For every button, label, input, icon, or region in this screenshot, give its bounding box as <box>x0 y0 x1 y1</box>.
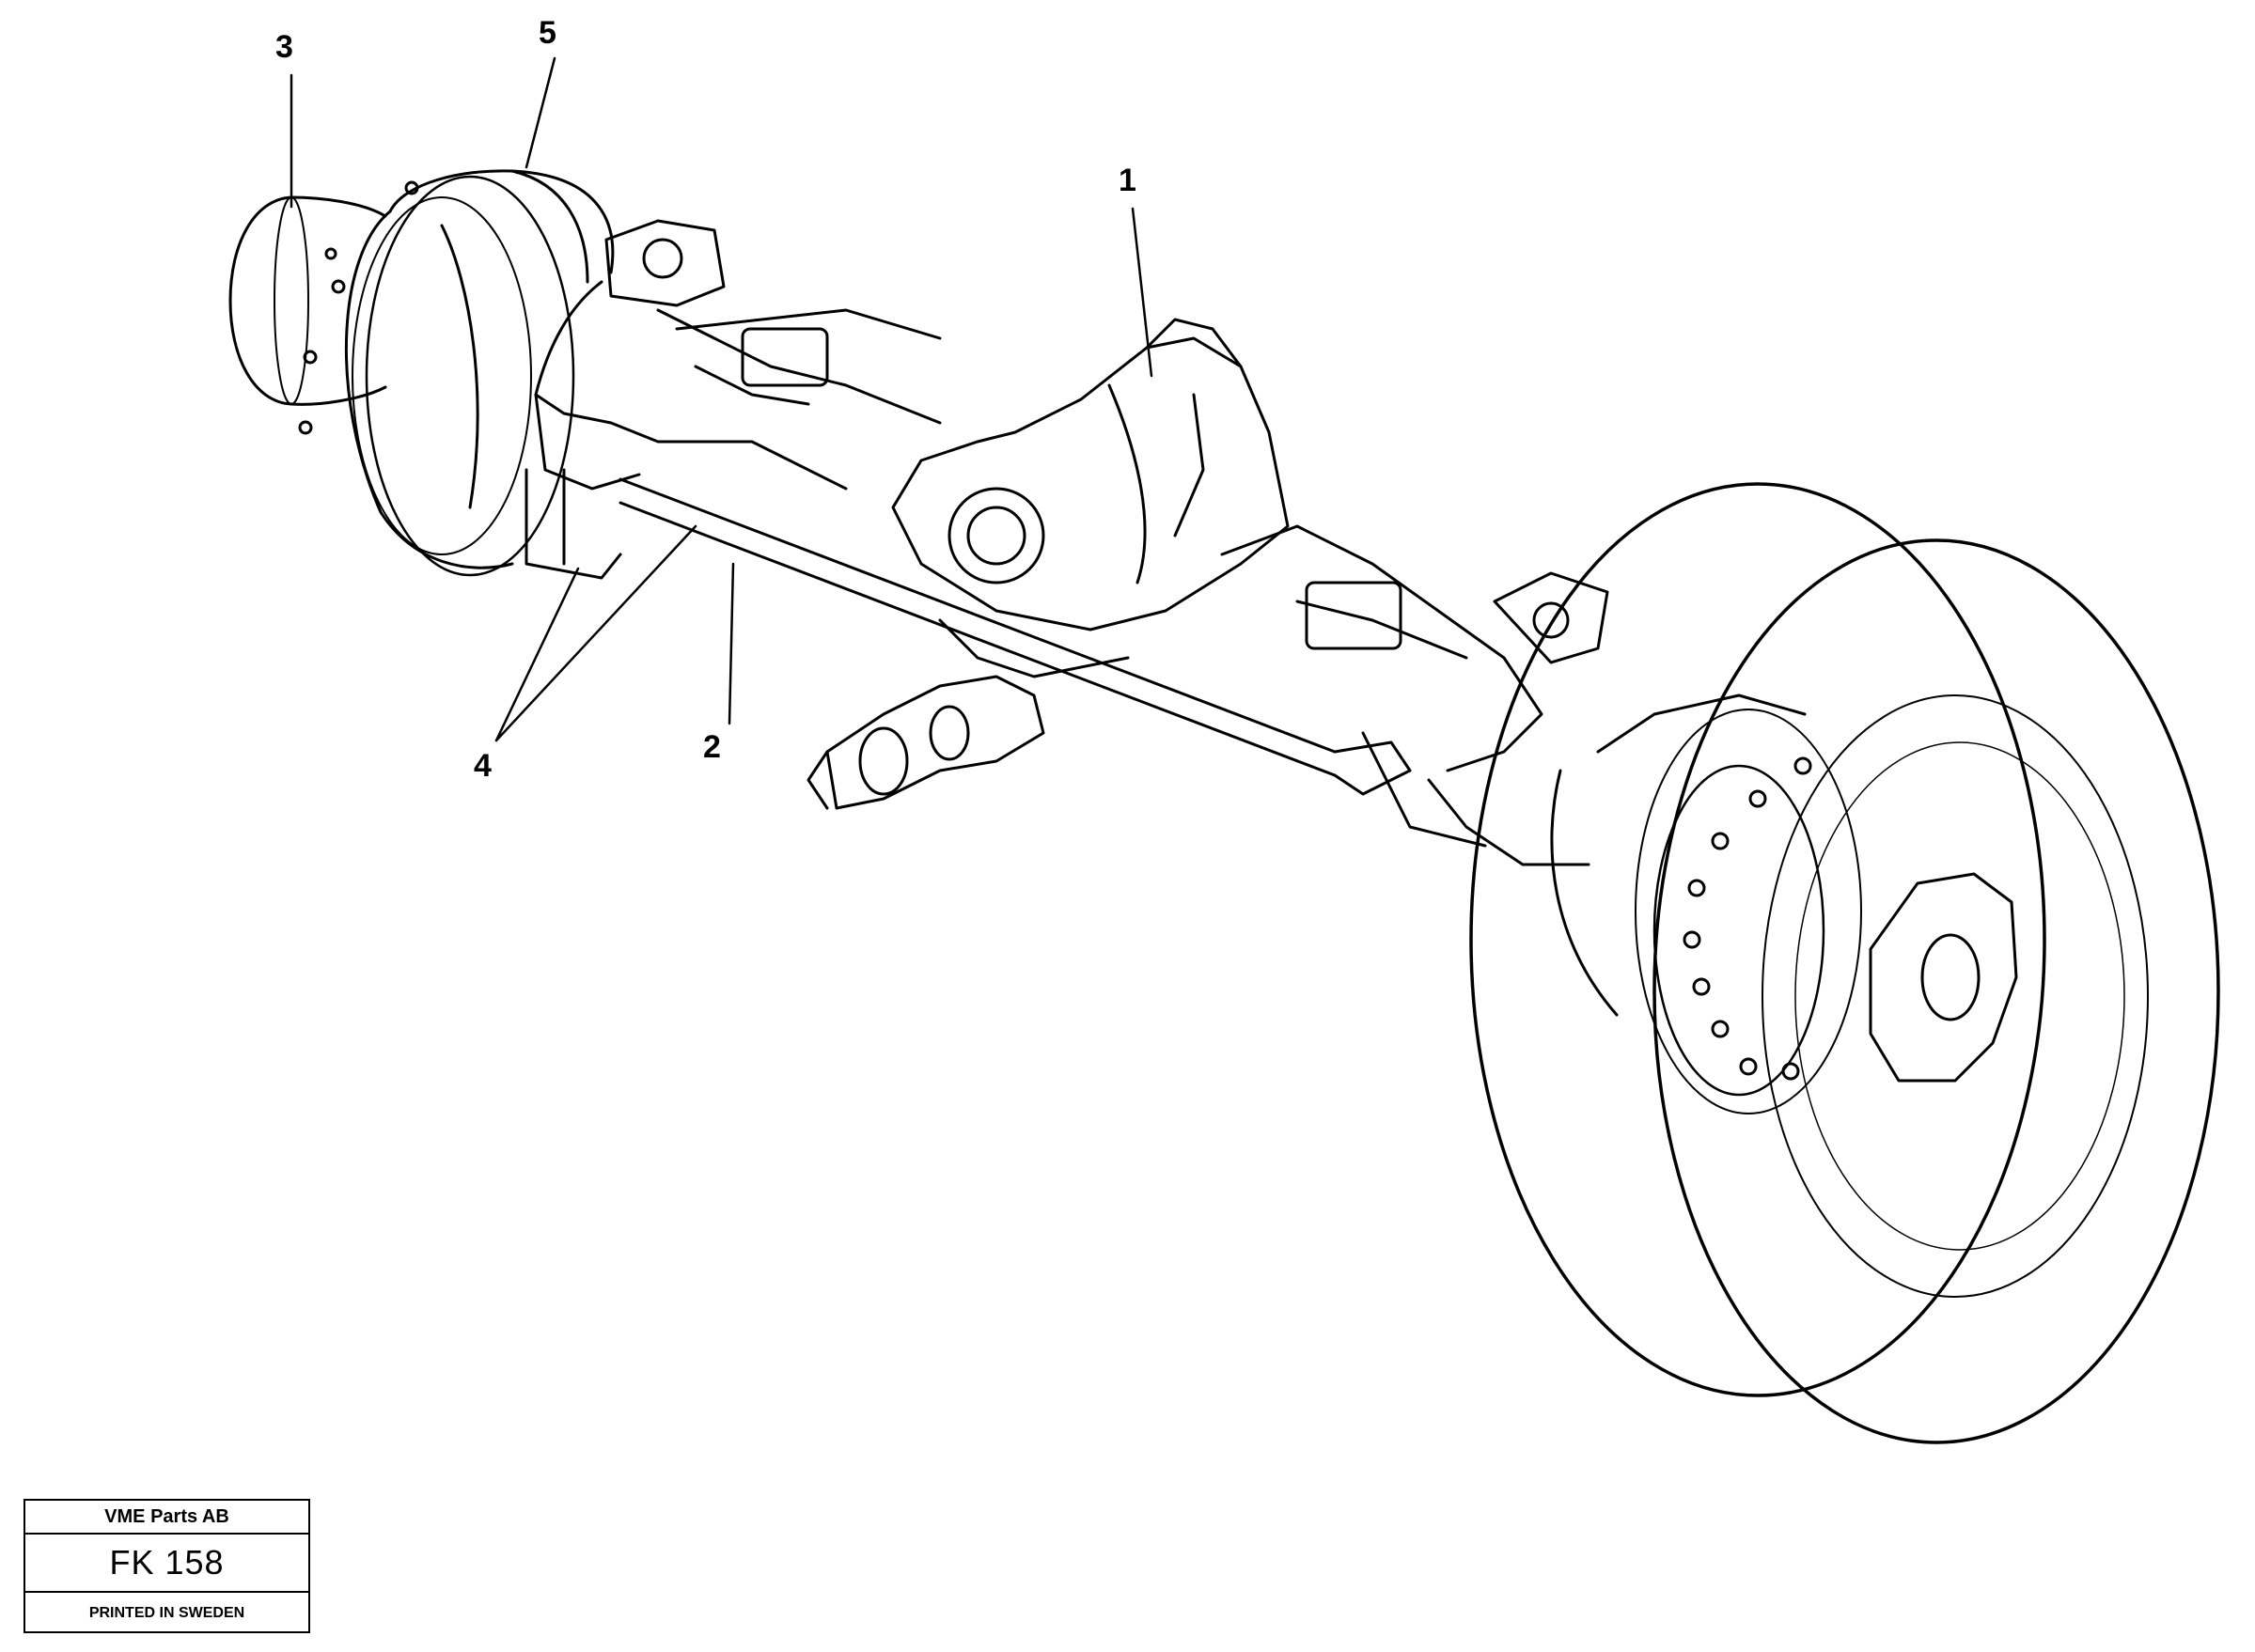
callout-3: 3 <box>275 29 293 65</box>
hub-cap <box>228 195 387 406</box>
callout-5: 5 <box>539 15 556 51</box>
printed-note: PRINTED IN SWEDEN <box>88 1605 245 1621</box>
right-axle-housing <box>1220 524 1609 866</box>
brake-drum <box>298 169 615 577</box>
differential-housing <box>891 318 1290 678</box>
drive-shaft <box>806 675 1045 810</box>
company-name: VME Parts AB <box>25 1501 308 1535</box>
title-block: VME Parts AB FK 158 PRINTED IN SWEDEN <box>23 1499 310 1633</box>
left-axle-housing <box>525 219 942 580</box>
callout-2: 2 <box>703 729 721 765</box>
figure-code: FK 158 <box>25 1535 308 1593</box>
dual-wheels <box>1469 482 2220 1444</box>
leader-lines <box>290 56 1153 742</box>
callout-4: 4 <box>474 748 492 784</box>
callout-1: 1 <box>1119 163 1136 198</box>
tie-rod <box>619 477 1412 796</box>
wheel-hub <box>1652 756 2018 1097</box>
